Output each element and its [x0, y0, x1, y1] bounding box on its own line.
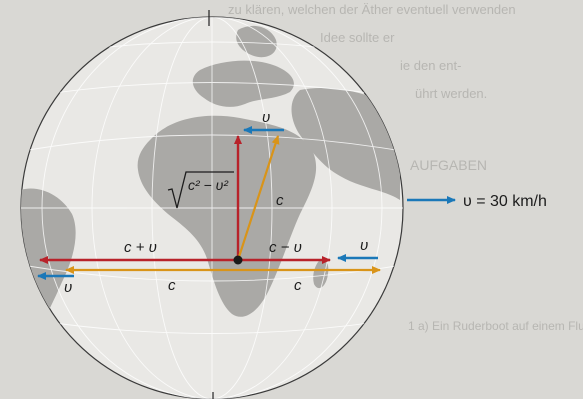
europe-shape: [192, 60, 294, 107]
label-earth-velocity: υ = 30 km/h: [463, 193, 547, 210]
origin-point: [233, 255, 243, 265]
page-text-line-4b: ührt werden.: [415, 86, 487, 101]
scandinavia-shape: [236, 25, 277, 58]
page-text-line-1: zu klären, welchen der Äther eventuell v…: [228, 2, 516, 17]
label-c-right: c: [294, 277, 302, 294]
label-v-left: υ: [64, 279, 72, 296]
arrow-c-diagonal: [236, 135, 280, 261]
sqrt-radical-sign: [167, 171, 234, 209]
madagascar-shape: [313, 259, 329, 289]
label-sqrt-expression: c² − υ²: [188, 177, 229, 193]
page-text-line-bottom-1: 1 a) Ein Ruderboot auf einem Fluss fährt…: [408, 319, 583, 333]
africa-shape: [137, 115, 317, 317]
page-text-line-2b: Idee sollte er: [320, 30, 395, 45]
page-text-heading: AUFGABEN: [410, 157, 487, 173]
label-c-diagonal: c: [276, 192, 284, 209]
label-v-right: υ: [360, 237, 368, 254]
background-page-text: zu klären, welchen der Äther eventuell v…: [228, 2, 583, 333]
page-text-line-3b: ie den ent-: [400, 58, 461, 73]
asia-shape: [291, 88, 400, 200]
globe-grid: [21, 17, 403, 399]
label-c-plus-v: c + υ: [124, 239, 157, 256]
label-v-top: υ: [262, 109, 270, 126]
label-c-left: c: [168, 277, 176, 294]
label-c-minus-v: c − υ: [269, 239, 302, 256]
